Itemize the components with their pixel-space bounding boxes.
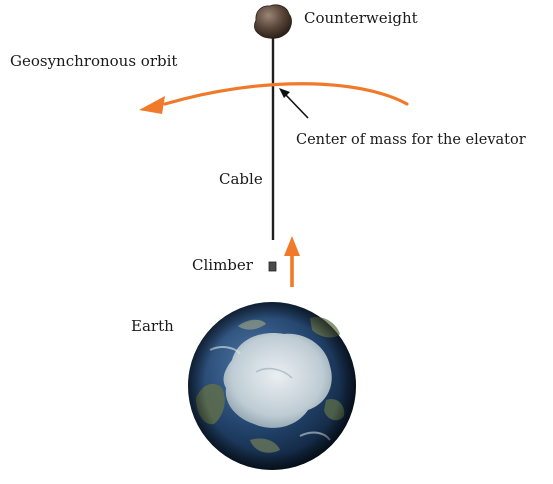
climber-label: Climber [192, 256, 253, 274]
orbit-arrowhead [139, 96, 165, 114]
center-of-mass-pointer [283, 92, 309, 119]
earth-globe [188, 302, 356, 470]
center-of-mass-arrowhead [279, 88, 290, 98]
orbit-arc [163, 82, 409, 106]
upward-arrowhead [284, 236, 300, 256]
cable-label: Cable [219, 170, 263, 188]
climber-box [268, 261, 277, 272]
counterweight-rock [254, 4, 292, 39]
counterweight-label: Counterweight [304, 9, 418, 27]
center-of-mass-label: Center of mass for the elevator [296, 132, 526, 148]
geosynchronous-orbit-label: Geosynchronous orbit [10, 52, 178, 70]
earth-label: Earth [131, 317, 174, 335]
